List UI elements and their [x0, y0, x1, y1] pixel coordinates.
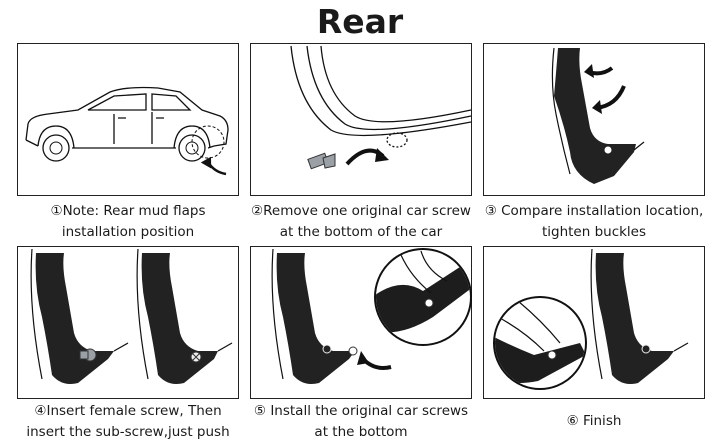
mud-flap-icon: [551, 47, 645, 184]
page-title: Rear: [316, 2, 404, 41]
step-4-panel: [17, 246, 239, 399]
step-1-caption: ①Note: Rear mud flaps installation posit…: [17, 201, 239, 243]
car-outline-icon: [25, 86, 229, 176]
mud-flap-icon: [493, 248, 689, 390]
step-2-panel: [250, 43, 472, 196]
wheel-arch-illustration: [290, 45, 472, 170]
step-6-caption: ⑥ Finish: [483, 411, 705, 432]
step-1-caption-line1: ①Note: Rear mud flaps: [50, 203, 206, 219]
step-6-caption-line1: ⑥ Finish: [566, 413, 622, 429]
step-3-caption-line1: ③ Compare installation location,: [484, 203, 704, 219]
screw-icon: [190, 351, 202, 363]
step-1-caption-line2: installation position: [61, 224, 195, 240]
step-3-caption-line2: tighten buckles: [541, 224, 647, 240]
mud-flap-icon: [271, 248, 472, 384]
step-2-caption-line2: at the bottom of the car: [279, 224, 443, 240]
step-5-caption-line2: at the bottom: [314, 424, 408, 440]
step-4-caption-line2: insert the sub-screw,just push: [26, 424, 230, 440]
step-4-caption-line1: ④Insert female screw, Then: [34, 403, 222, 419]
step-5-caption: ⑤ Install the original car screws at the…: [250, 401, 472, 443]
step-2-caption-line1: ②Remove one original car screw: [251, 203, 471, 219]
magnifier-icon: [374, 248, 472, 346]
step-1-panel: [17, 43, 239, 196]
step-5-panel: [250, 246, 472, 399]
screw-icon: [79, 348, 97, 362]
step-6-panel: [483, 246, 705, 399]
step-5-caption-line1: ⑤ Install the original car screws: [253, 403, 469, 419]
screw-icon: [307, 152, 336, 170]
step-3-panel: [483, 43, 705, 196]
step-3-caption: ③ Compare installation location, tighten…: [483, 201, 705, 243]
step-2-caption: ②Remove one original car screw at the bo…: [250, 201, 472, 243]
mud-flap-icon: [30, 248, 233, 384]
magnifier-icon: [493, 296, 587, 390]
highlight-circle: [191, 125, 225, 159]
step-4-caption: ④Insert female screw, Then insert the su…: [17, 401, 239, 443]
